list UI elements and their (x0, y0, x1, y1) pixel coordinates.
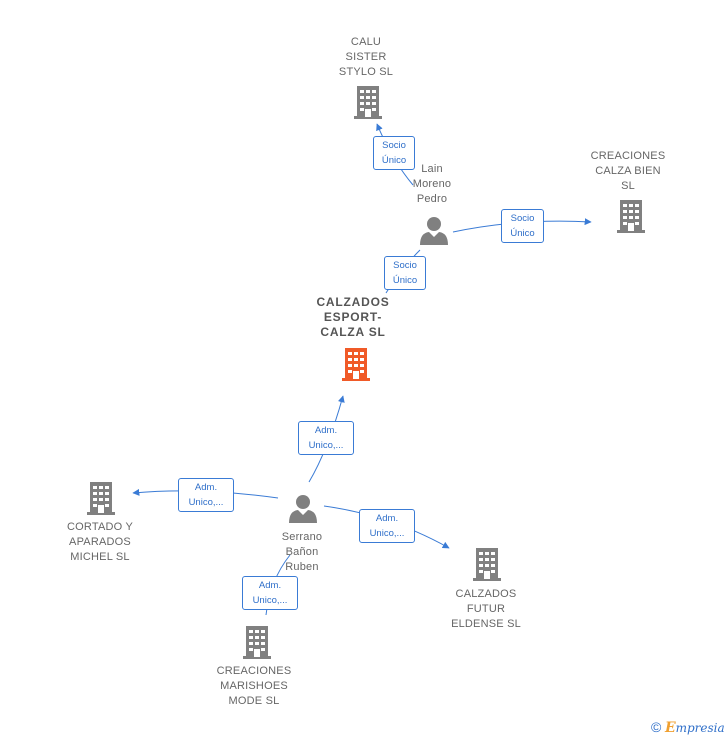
relation-label[interactable]: Adm. Unico,... (359, 509, 415, 543)
relation-label[interactable]: Adm. Unico,... (242, 576, 298, 610)
building-icon[interactable] (243, 626, 271, 659)
relation-label[interactable]: Socio Único (373, 136, 415, 170)
node-label-creaciones-calza[interactable]: CREACIONES CALZA BIEN SL (590, 150, 666, 192)
node-label-calzados-futur[interactable]: CALZADOS FUTUR ELDENSE SL (451, 588, 521, 630)
building-icon[interactable] (354, 86, 382, 119)
building-icon[interactable] (473, 548, 501, 581)
node-label-lain[interactable]: Lain Moreno Pedro (412, 163, 452, 205)
copyright-symbol: © (651, 719, 662, 735)
building-icon[interactable] (87, 482, 115, 515)
relation-label[interactable]: Socio Único (384, 256, 426, 290)
node-label-serrano[interactable]: Serrano Bañon Ruben (281, 531, 323, 573)
node-label-calzados-esport[interactable]: CALZADOS ESPORT- CALZA SL (316, 295, 390, 339)
person-icon[interactable] (420, 217, 448, 245)
footer-brand: © Empresia (651, 719, 725, 736)
brand-logo: Empresia (664, 720, 725, 736)
building-icon[interactable] (617, 200, 645, 233)
relation-label[interactable]: Adm. Unico,... (298, 421, 354, 455)
node-label-cortado[interactable]: CORTADO Y APARADOS MICHEL SL (67, 521, 133, 563)
relation-label[interactable]: Adm. Unico,... (178, 478, 234, 512)
node-label-marishoes[interactable]: CREACIONES MARISHOES MODE SL (216, 665, 292, 707)
relation-label[interactable]: Socio Único (501, 209, 544, 243)
node-label-calu[interactable]: CALU SISTER STYLO SL (338, 36, 394, 78)
person-icon[interactable] (289, 495, 317, 523)
main-building-icon[interactable] (342, 348, 370, 381)
